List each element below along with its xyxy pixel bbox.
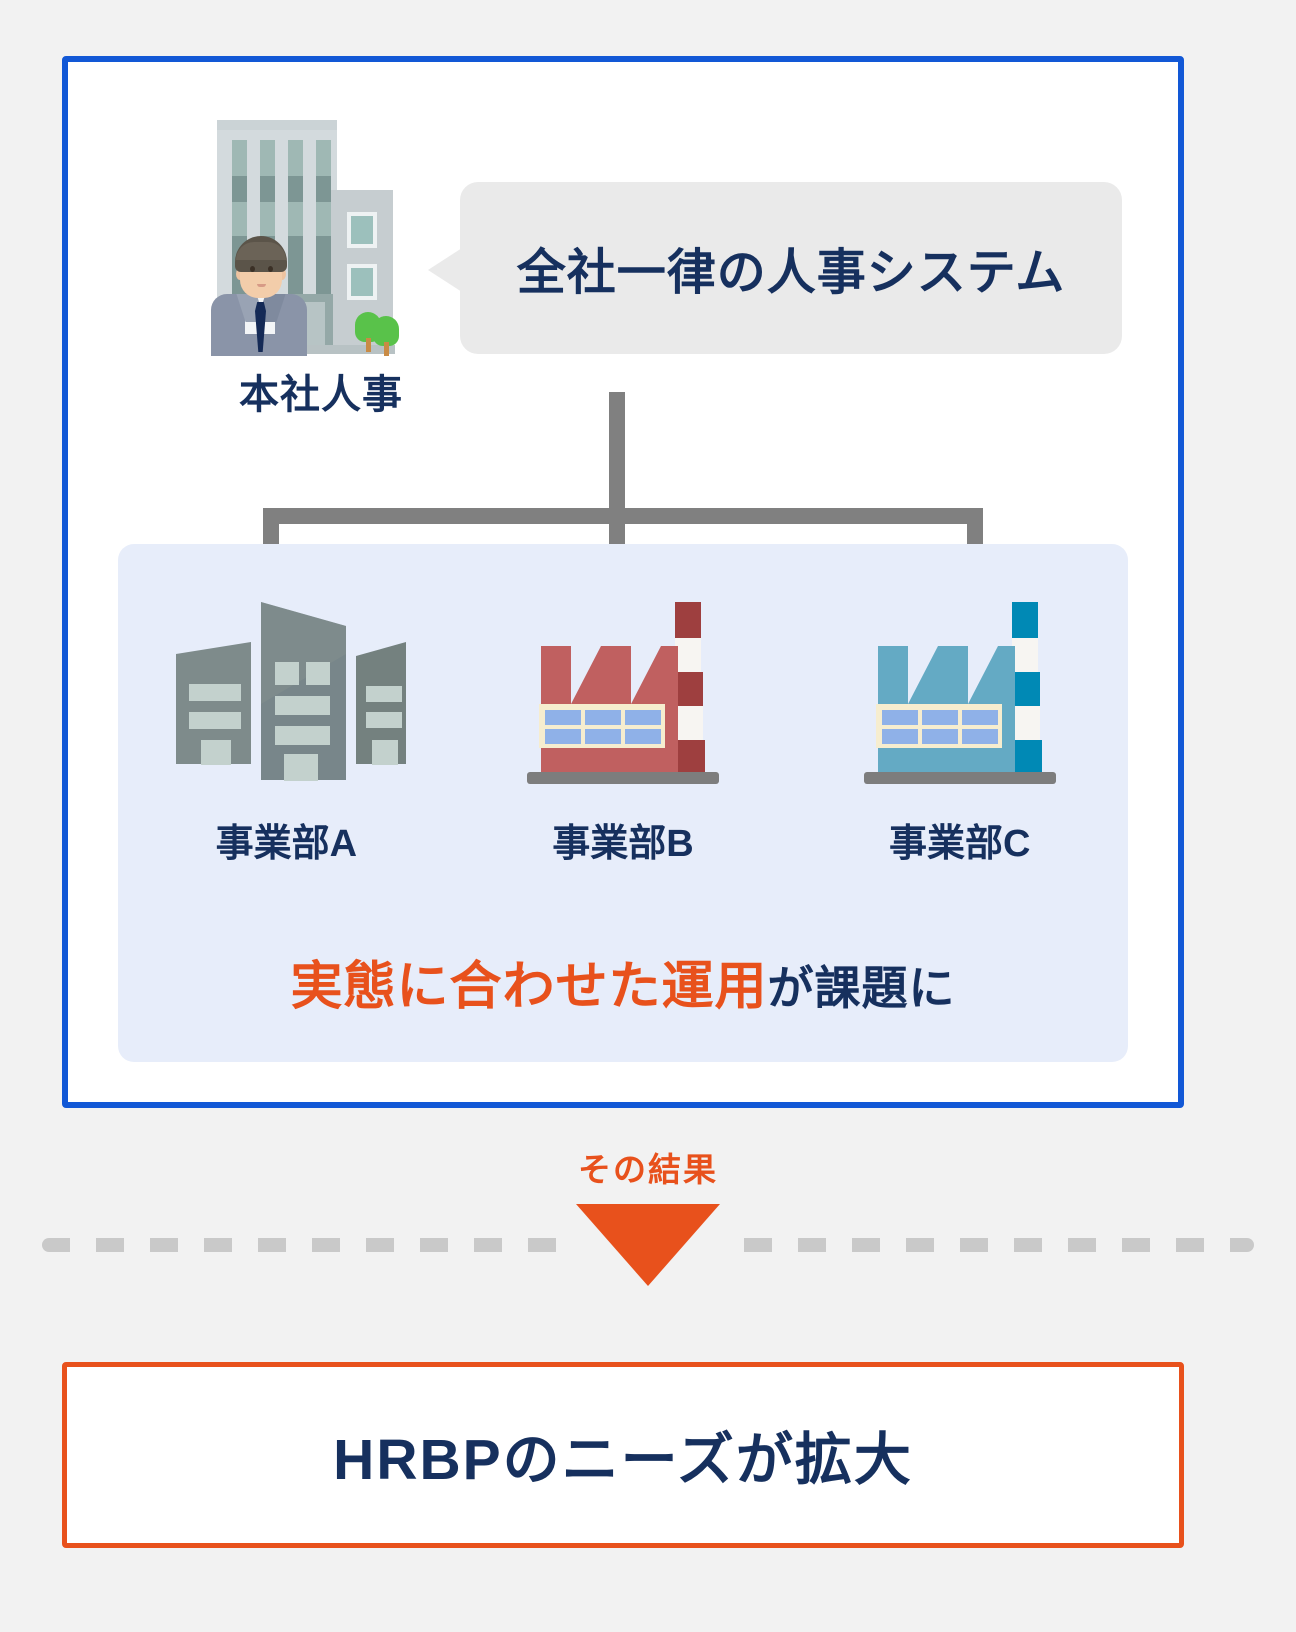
down-triangle-icon xyxy=(576,1204,720,1286)
window-column-icon xyxy=(288,140,303,340)
division-label-b: 事業部B xyxy=(552,823,694,865)
side-building-window xyxy=(347,212,377,248)
tree-icon xyxy=(373,316,399,356)
divisions-panel: 事業部A xyxy=(118,544,1128,1062)
result-connector-label: その結果 xyxy=(578,1151,718,1188)
issue-rest-text: が課題に xyxy=(767,962,956,1014)
headquarters-building-icon xyxy=(203,112,433,362)
speech-bubble-tail xyxy=(428,248,462,292)
side-building-window xyxy=(347,264,377,300)
conclusion-box: HRBPのニーズが拡大 xyxy=(62,1362,1184,1548)
speech-bubble: 全社一律の人事システム xyxy=(460,182,1122,354)
factory-teal-icon xyxy=(863,602,1056,784)
division-item-c: 事業部C xyxy=(791,584,1128,884)
division-item-a: 事業部A xyxy=(118,584,455,884)
conclusion-text: HRBPのニーズが拡大 xyxy=(333,1428,913,1492)
division-label-c: 事業部C xyxy=(888,823,1031,865)
speech-bubble-text: 全社一律の人事システム xyxy=(516,245,1066,300)
window-column-icon xyxy=(316,140,331,340)
top-framed-card: 本社人事 全社一律の人事システム xyxy=(62,56,1184,1108)
issue-highlight-text: 実態に合わせた運用 xyxy=(290,958,768,1016)
building-roof xyxy=(217,120,337,130)
division-item-b: 事業部B xyxy=(455,584,792,884)
headquarters-label: 本社人事 xyxy=(239,373,403,417)
factory-red-icon xyxy=(527,602,719,784)
divisions-row: 事業部A xyxy=(118,584,1128,884)
office-buildings-gray-icon xyxy=(176,602,407,781)
issue-statement: 実態に合わせた運用が課題に xyxy=(118,944,1128,1019)
businessman-icon xyxy=(205,236,313,356)
division-label-a: 事業部A xyxy=(215,823,358,865)
